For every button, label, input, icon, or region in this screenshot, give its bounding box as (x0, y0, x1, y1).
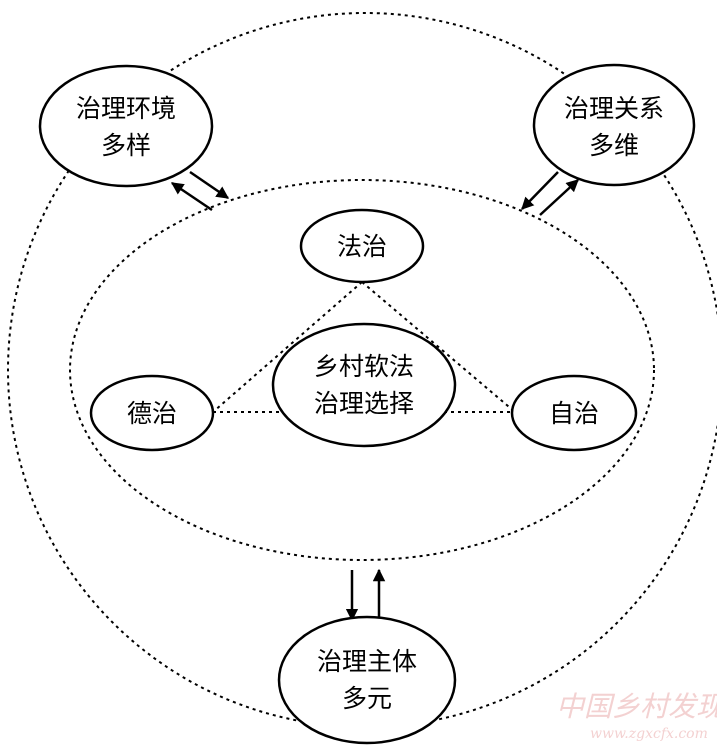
node-rule-of-virtue: 德治 (89, 374, 215, 452)
node-autonomy: 自治 (510, 374, 638, 452)
node-center: 乡村软法 治理选择 (271, 322, 457, 448)
center-line2: 治理选择 (314, 389, 414, 418)
arrow-environment-out (170, 181, 213, 212)
watermark: 中国乡村发现网 www.zgxcfx.com (556, 690, 717, 742)
environment-line1: 治理环境 (76, 94, 176, 123)
center-line1: 乡村软法 (314, 352, 414, 381)
node-rule-of-law: 法治 (299, 208, 425, 284)
node-relations: 治理关系 多维 (532, 63, 696, 187)
watermark-url: www.zgxcfx.com (590, 726, 708, 742)
autonomy-label: 自治 (549, 399, 599, 428)
node-subjects: 治理主体 多元 (277, 615, 457, 745)
subjects-line2: 多元 (342, 684, 392, 713)
inner-dotted-ellipse (69, 179, 655, 561)
rule-of-virtue-label: 德治 (127, 399, 177, 428)
arrow-relations-in (521, 171, 559, 210)
relations-line1: 治理关系 (564, 94, 664, 123)
node-environment: 治理环境 多样 (38, 64, 214, 188)
environment-line2: 多样 (101, 131, 151, 160)
watermark-cn: 中国乡村发现网 (556, 690, 717, 723)
arrow-environment-in (189, 170, 230, 200)
relations-line2: 多维 (589, 131, 639, 160)
rule-of-law-label: 法治 (337, 232, 387, 261)
subjects-line1: 治理主体 (317, 647, 417, 676)
triangle-edge-left (212, 281, 363, 413)
arrow-relations-out (539, 179, 579, 216)
triangle-edge-right (361, 281, 516, 413)
